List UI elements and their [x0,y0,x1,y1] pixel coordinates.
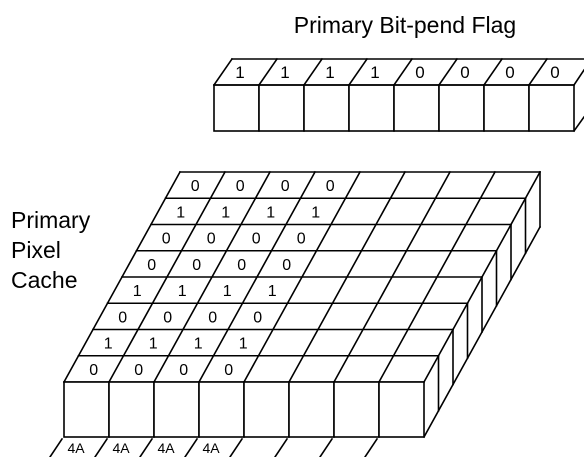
cache-bit: 1 [311,204,320,221]
flag-bit: 1 [235,63,244,82]
cache-bit: 1 [266,204,275,221]
cache-bit: 0 [208,309,217,326]
cache-label-line: Pixel [11,237,61,263]
pixel-cache-grid [62,170,542,384]
cache-bottom-label: 4A [112,440,130,456]
cache-bit: 0 [207,231,216,248]
bit-pend-flag: 1 1 1 1 0 0 0 0 [212,57,584,133]
cache-front-cell [108,381,155,438]
cache-column-line [62,170,182,384]
cache-bit: 0 [134,362,143,379]
cache-bit: 0 [89,362,98,379]
cache-bit: 1 [268,283,277,300]
cache-bit: 0 [224,362,233,379]
flag-cell [303,84,350,132]
flag-bit: 0 [550,63,559,82]
cache-column-line [152,170,272,384]
cache-column-line [377,170,497,384]
cache-front-cell [288,381,335,438]
cache-bit: 0 [147,257,156,274]
flag-cell [438,84,485,132]
flag-bit: 1 [325,63,334,82]
cache-label-line: Primary [11,207,91,233]
cache-front-cell [198,381,245,438]
cache-bottom-tick [184,437,199,457]
cache-bit: 0 [282,257,291,274]
flag-bit: 0 [505,63,514,82]
cache-bottom-label: 4A [67,440,85,456]
cache-bit: 0 [118,309,127,326]
pixel-cache-front [63,171,542,439]
cache-front-cell [63,381,110,438]
cache-bottom-tick [94,437,109,457]
cache-bottom-tick [319,437,334,457]
cache-bottom-label: 4A [202,440,220,456]
cache-label: Primary Pixel Cache [11,207,91,293]
cache-bit: 1 [221,204,230,221]
flag-cell [528,84,575,132]
cache-front-cell [333,381,380,438]
cache-bit: 1 [178,283,187,300]
cache-column-line [332,170,452,384]
cache-bottom-tick [49,437,64,457]
cache-bit: 0 [179,362,188,379]
flag-bit: 0 [415,63,424,82]
cache-bit: 0 [253,309,262,326]
cache-bottom-tick [229,437,244,457]
flag-bit: 1 [280,63,289,82]
cache-bit: 1 [223,283,232,300]
flag-cell [348,84,395,132]
flag-bit: 1 [370,63,379,82]
cache-column-line [287,170,407,384]
cache-bit: 0 [191,178,200,195]
cache-bit: 0 [163,309,172,326]
cache-bit: 1 [194,336,203,353]
cache-column-line [242,170,362,384]
flag-cell [213,84,260,132]
cache-label-line: Cache [11,267,77,293]
flag-cell [393,84,440,132]
cache-bottom-tick [364,437,379,457]
cache-bit: 1 [104,336,113,353]
cache-front-cell [378,381,425,438]
cache-bit: 1 [133,283,142,300]
cache-bottom-tick [139,437,154,457]
cache-bottom-tick [274,437,289,457]
cache-bit: 1 [239,336,248,353]
flag-title: Primary Bit-pend Flag [294,12,516,38]
cache-bit: 1 [149,336,158,353]
cache-column-line [107,170,227,384]
cache-bit: 0 [237,257,246,274]
cache-front-cell [243,381,290,438]
flag-cell [483,84,530,132]
cache-bit: 0 [297,231,306,248]
pixel-cache-bottom-labels: 4A 4A 4A 4A [49,437,379,457]
cache-bit: 0 [252,231,261,248]
cache-front-cell [153,381,200,438]
cache-bit: 0 [326,178,335,195]
flag-cell [258,84,305,132]
cache-bit: 0 [162,231,171,248]
cache-column-line [197,170,317,384]
cache-bit: 0 [192,257,201,274]
cache-bit: 1 [176,204,185,221]
flag-bit: 0 [460,63,469,82]
cache-bit: 0 [281,178,290,195]
cache-bit: 0 [236,178,245,195]
cache-bottom-label: 4A [157,440,175,456]
